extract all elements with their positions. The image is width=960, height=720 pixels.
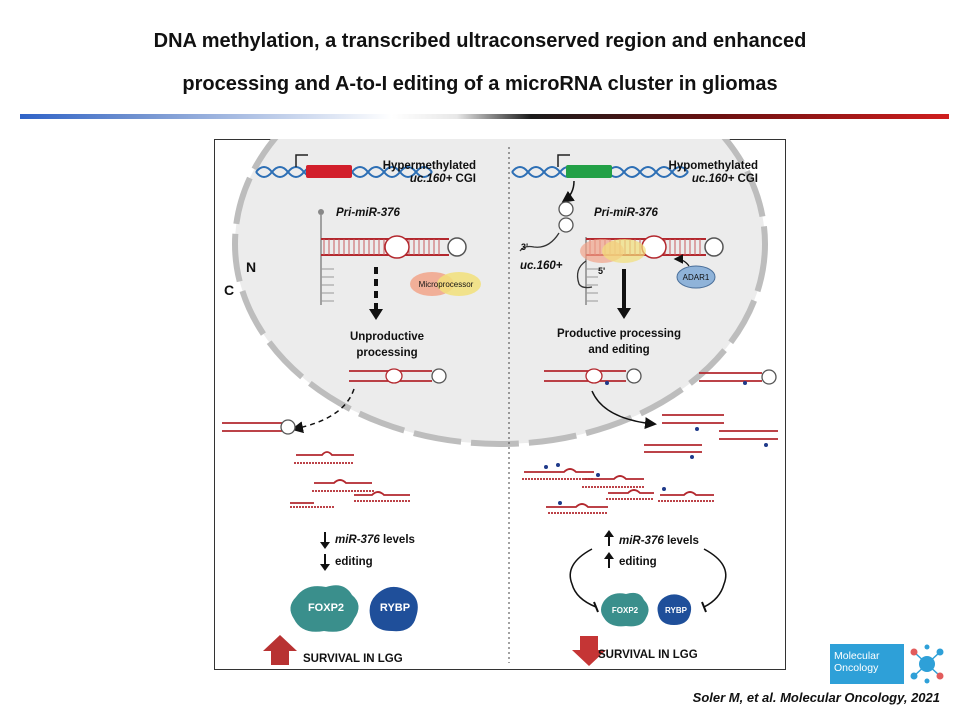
editing-sites-right [544, 427, 768, 505]
rybp-protein-left [369, 586, 418, 632]
cytoplasmic-hairpin-left [222, 419, 296, 435]
foxp2-label-left: FOXP2 [308, 602, 344, 614]
left-panel: Hypermethylated uc.160+ CGI Pri-miR-376 … [222, 154, 481, 665]
survival-up-arrow [263, 635, 297, 665]
logo-network-icon [910, 644, 944, 684]
graphical-abstract-figure: Hypermethylated uc.160+ CGI Pri-miR-376 … [214, 139, 786, 670]
survival-label-right: SURVIVAL IN LGG [598, 649, 698, 661]
adar1-label: ADAR1 [683, 273, 710, 282]
right-panel: Hypomethylated uc.160+ CGI Pri-miR-376 3… [511, 154, 778, 666]
rybp-protein-right [657, 594, 692, 625]
mir376-levels-right: miR-376 levels [619, 535, 699, 547]
edited-hairpin-right [544, 368, 642, 385]
increased-levels-right [604, 530, 614, 568]
edited-hairpin-right-2 [699, 369, 777, 385]
productive-label-2: and editing [588, 344, 649, 356]
adar1-arrow [673, 254, 690, 267]
rybp-label-left: RYBP [380, 602, 410, 614]
header-gradient-rule [20, 114, 949, 119]
export-arrow-right [591, 390, 657, 430]
survival-label-left: SURVIVAL IN LGG [303, 653, 403, 665]
foxp2-label-right: FOXP2 [612, 606, 639, 615]
nucleus-label: N [246, 259, 256, 275]
inhibition-line-left [569, 548, 597, 608]
pri-mir-376-hairpin-left [318, 209, 467, 305]
mature-mirnas-left [290, 451, 410, 508]
title-line-2: processing and A-to-I editing of a micro… [182, 73, 778, 95]
molecular-oncology-logo: Molecular Oncology [830, 644, 948, 684]
hypermethylated-cgi-box [306, 165, 352, 178]
cytoplasm-label: C [224, 282, 234, 298]
hypomethylated-label: Hypomethylated [669, 160, 758, 172]
pre-mirna-hairpin-left [349, 368, 447, 384]
uc160-cgi-label-right: uc.160+ CGI [692, 173, 758, 185]
pri-mir-376-label-right: Pri-miR-376 [594, 207, 659, 219]
tss-arrow-right [557, 154, 570, 167]
mir376-levels-left: miR-376 levels [335, 534, 415, 546]
tss-arrow-left [295, 154, 308, 167]
foxp2-protein-left [290, 585, 359, 632]
rybp-label-right: RYBP [665, 606, 688, 615]
export-arrow-left [291, 388, 355, 434]
decreased-levels-left [320, 532, 330, 571]
unproductive-label-1: Unproductive [350, 331, 424, 343]
transcription-arrow-right [561, 180, 575, 203]
microprocessor-complex-left [410, 272, 481, 296]
dna-helix-right [511, 154, 689, 178]
unproductive-label-2: processing [356, 347, 417, 359]
pri-mir-376-hairpin-right [519, 201, 724, 305]
hypomethylated-cgi-box [566, 165, 612, 178]
citation: Soler M, et al. Molecular Oncology, 2021 [692, 690, 940, 705]
mature-mirnas-right [522, 414, 778, 514]
adar1-enzyme [676, 265, 716, 289]
logo-wordmark: Molecular Oncology [830, 644, 904, 684]
uc160-cgi-label-left: uc.160+ CGI [410, 173, 476, 185]
nucleus [232, 139, 768, 447]
five-prime-label: 5' [598, 266, 605, 276]
microprocessor-label: Microprocessor [419, 280, 474, 289]
three-prime-label: 3' [521, 242, 528, 252]
uc160-transcript-label: uc.160+ [520, 260, 563, 272]
foxp2-protein-right [601, 592, 649, 627]
productive-label-1: Productive processing [557, 328, 681, 340]
editing-label-left: editing [335, 556, 373, 568]
editing-label-right: editing [619, 556, 657, 568]
pri-mir-376-label-left: Pri-miR-376 [336, 207, 401, 219]
survival-down-arrow [572, 636, 606, 666]
title-line-1: DNA methylation, a transcribed ultracons… [153, 30, 807, 52]
inhibition-line-right [703, 548, 727, 608]
dna-helix-left [255, 154, 433, 178]
hypermethylated-label: Hypermethylated [383, 160, 476, 172]
